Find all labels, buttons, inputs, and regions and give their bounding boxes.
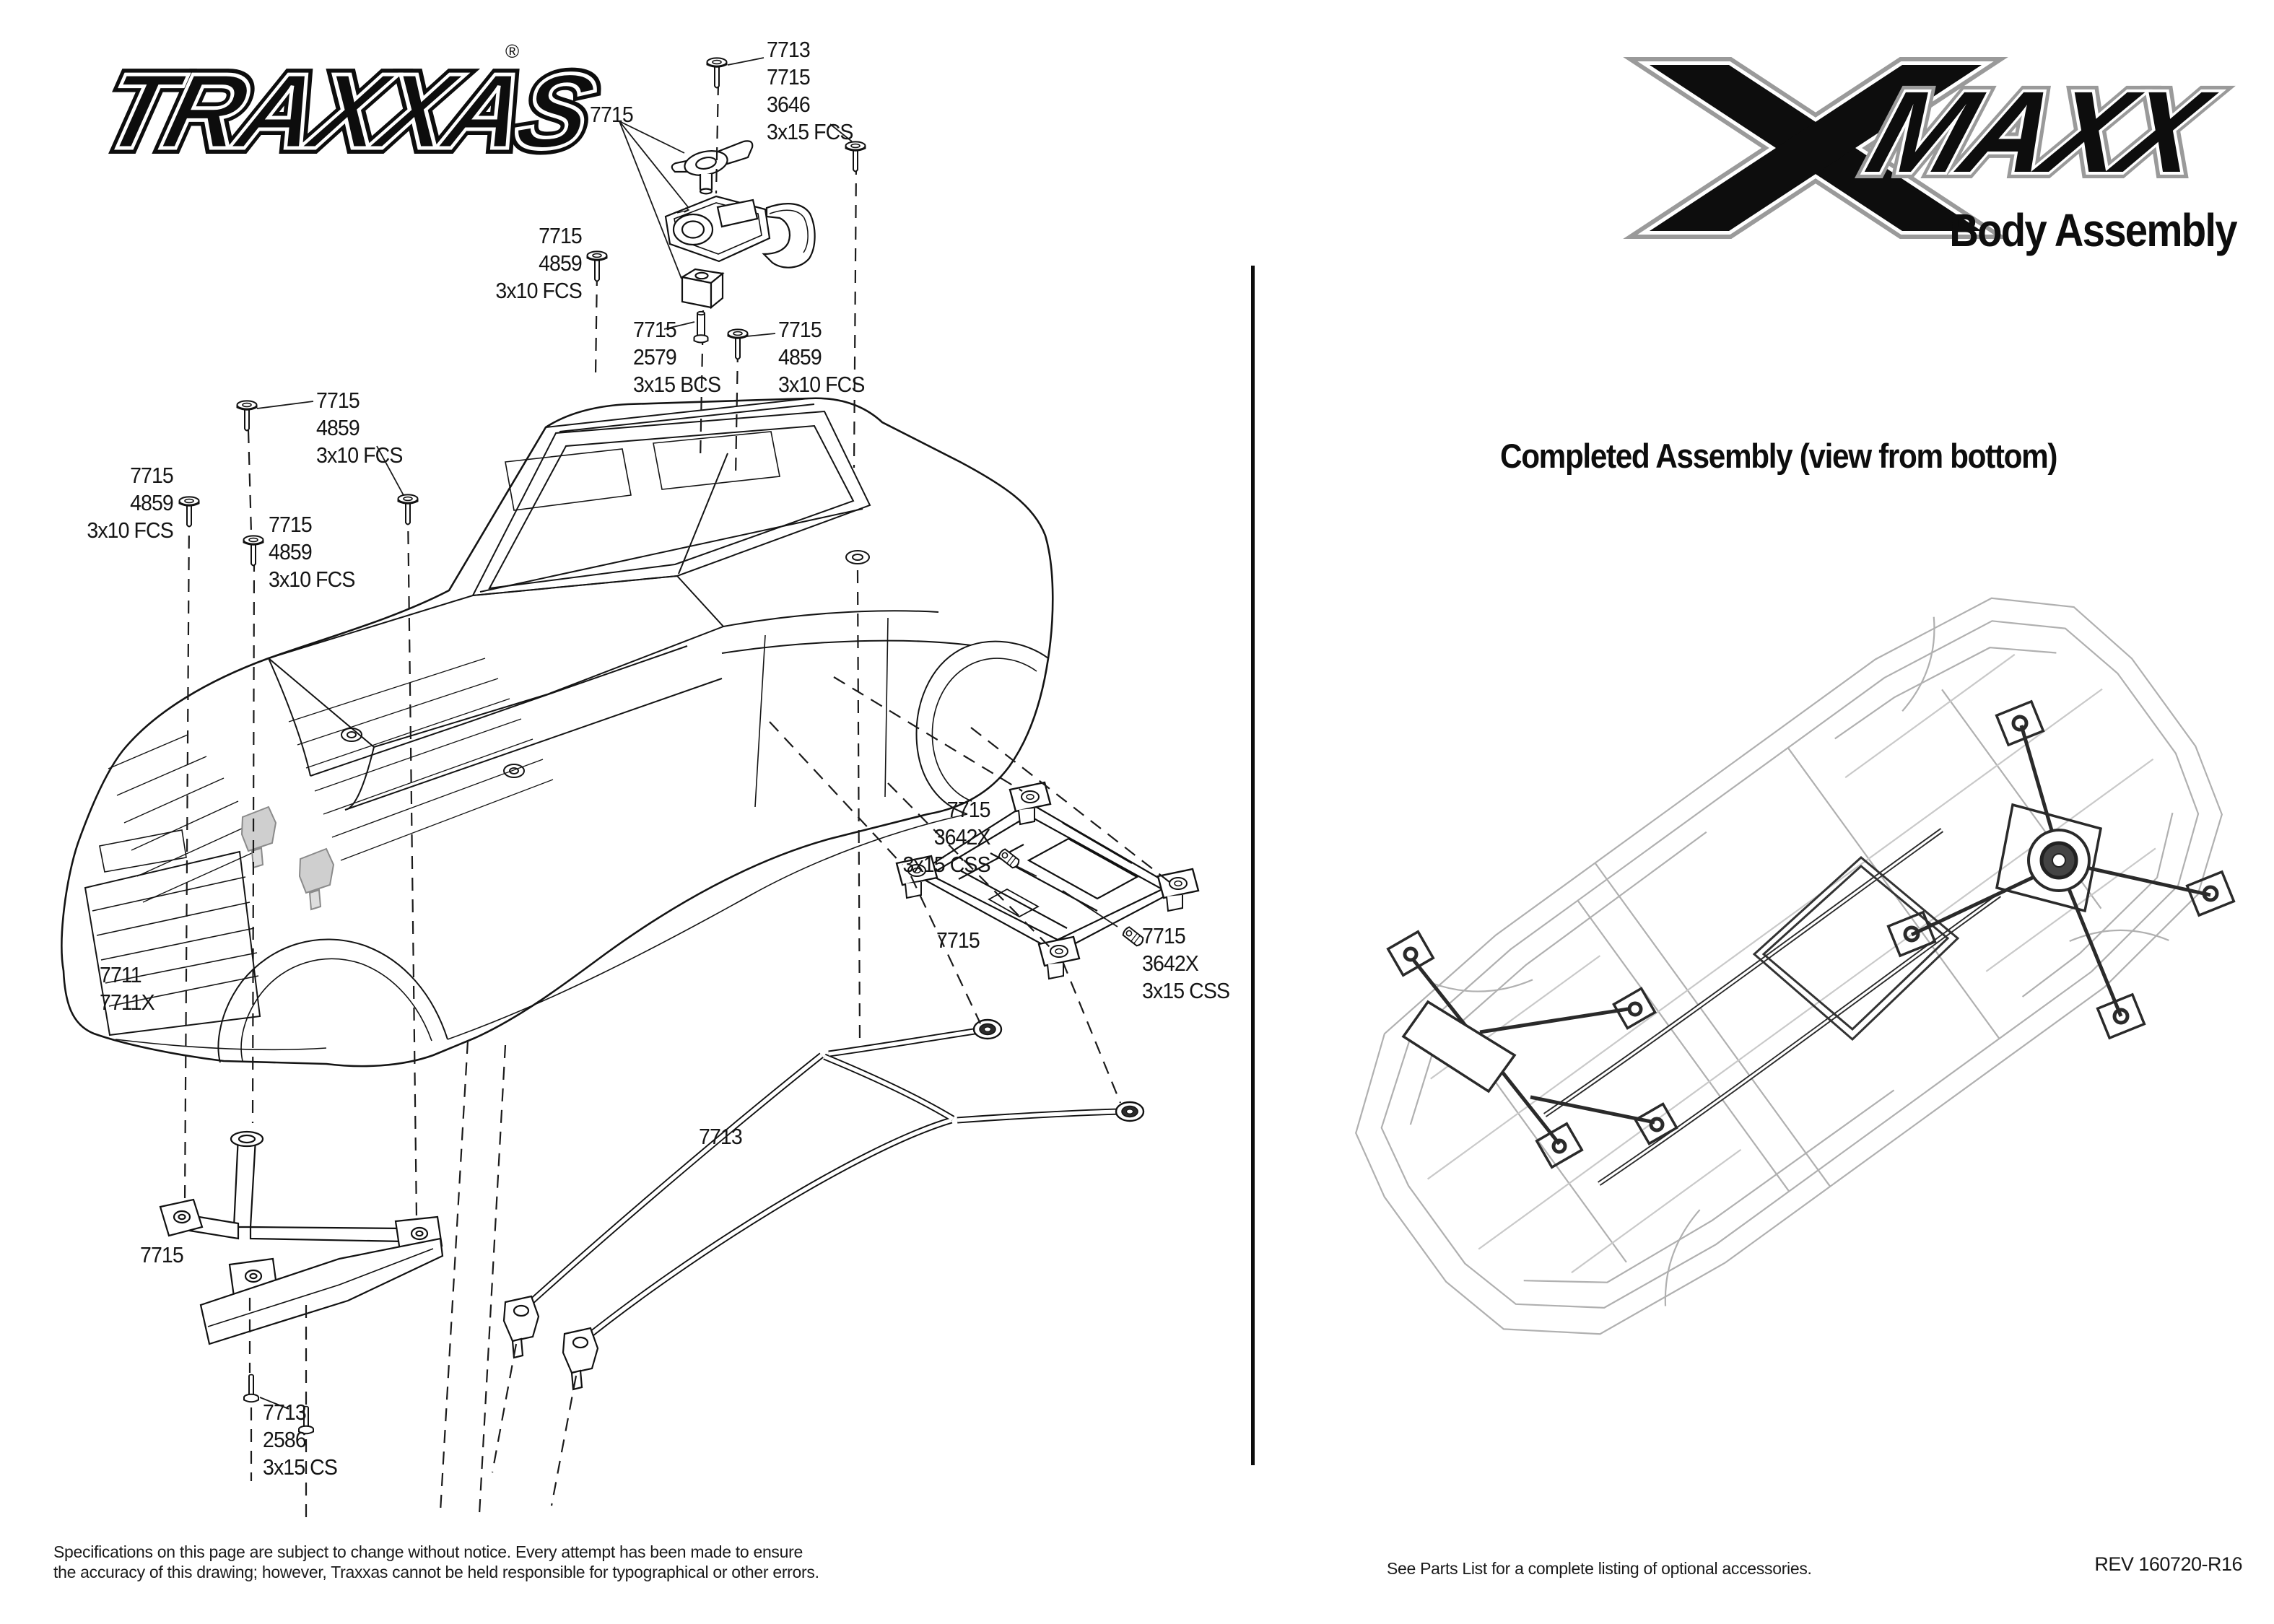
disclaimer-line-1: Specifications on this page are subject … bbox=[53, 1542, 803, 1561]
disclaimer-text: Specifications on this page are subject … bbox=[53, 1542, 819, 1582]
page-title: Body Assembly bbox=[1949, 204, 2237, 256]
svg-text:MAXX: MAXX bbox=[1855, 67, 2228, 196]
part-number-line: 3646 bbox=[767, 92, 811, 117]
part-number-line: 3642X bbox=[934, 824, 991, 850]
callout-mount-plate: 7715 bbox=[936, 927, 980, 954]
callout-latch-set: 7715 bbox=[590, 101, 634, 128]
part-number-line: 2579 bbox=[633, 344, 677, 370]
svg-text:MAXX: MAXX bbox=[1855, 67, 2228, 196]
body-shell-drawing bbox=[61, 397, 1054, 1068]
cap-screw-icon bbox=[243, 1374, 259, 1403]
part-number-line: 7715 bbox=[130, 463, 174, 488]
svg-text:TRAXXAS: TRAXXAS bbox=[92, 51, 605, 170]
part-number-line: 3x10 FCS bbox=[269, 567, 355, 592]
xmaxx-logo: MAXX MAXX MAXX bbox=[1623, 57, 2234, 239]
part-number-line: 4859 bbox=[269, 539, 313, 564]
traxxas-logo: TRAXXAS TRAXXAS ® bbox=[86, 40, 611, 177]
part-number-line: 3x10 FCS bbox=[495, 278, 583, 303]
svg-text:MAXX: MAXX bbox=[1855, 67, 2228, 196]
parts-list-note: See Parts List for a complete listing of… bbox=[1387, 1559, 1812, 1578]
rear-brace-bottom-view bbox=[1886, 699, 2236, 1040]
projection-lines bbox=[183, 82, 1170, 1524]
part-number-line: 3x15 CSS bbox=[1142, 978, 1230, 1003]
disclaimer-line-2: the accuracy of this drawing; however, T… bbox=[53, 1563, 819, 1581]
revision-number: REV 160720-R16 bbox=[2094, 1553, 2242, 1575]
flat-screw-icon bbox=[243, 535, 264, 567]
front-mount-bottom-view bbox=[1386, 930, 1678, 1169]
part-number-line: 4859 bbox=[539, 250, 583, 276]
part-number-line: 7715 bbox=[539, 223, 583, 248]
part-number-line: 7715 bbox=[1142, 923, 1186, 948]
part-number-line: 7715 bbox=[316, 388, 360, 413]
part-number-line: 3x10 FCS bbox=[87, 518, 174, 543]
callout-rollbar: 7713 bbox=[699, 1123, 743, 1151]
flat-screw-icon bbox=[178, 496, 200, 528]
part-number-line: 7711X bbox=[100, 990, 155, 1015]
part-number-line: 2586 bbox=[263, 1427, 307, 1452]
svg-text:TRAXXAS: TRAXXAS bbox=[92, 51, 605, 170]
flat-screw-icon bbox=[845, 141, 866, 173]
completed-assembly-title: Completed Assembly (view from bottom) bbox=[1500, 437, 2057, 475]
front-body-mount bbox=[159, 1130, 444, 1345]
part-number-line: 7715 bbox=[778, 317, 822, 342]
set-screw-icon bbox=[1121, 925, 1146, 948]
roll-bar bbox=[502, 1018, 1145, 1391]
part-number-line: 7713 bbox=[263, 1400, 307, 1425]
part-number-line: 3x10 FCS bbox=[778, 372, 865, 397]
body-latch-assembly bbox=[664, 140, 816, 310]
completed-assembly-drawing bbox=[1355, 597, 2236, 1335]
part-number-line: 3x15 CSS bbox=[902, 852, 991, 877]
callout-body-shell: 7711 7711X bbox=[100, 961, 155, 1016]
part-number-line: 4859 bbox=[778, 344, 822, 370]
part-number-line: 7715 bbox=[590, 102, 634, 127]
part-number-line: 7715 bbox=[767, 64, 811, 90]
part-number-line: 7713 bbox=[699, 1124, 743, 1149]
part-number-line: 7715 bbox=[936, 927, 980, 953]
rear-mount-plate bbox=[895, 781, 1200, 980]
flat-screw-icon bbox=[706, 57, 728, 89]
flat-screw-icon bbox=[397, 494, 419, 525]
flat-screw-icon bbox=[236, 400, 258, 432]
part-number-line: 7711 bbox=[100, 962, 142, 987]
part-number-line: 7713 bbox=[767, 37, 811, 62]
part-number-line: 7715 bbox=[269, 512, 313, 537]
part-number-line: 3x10 FCS bbox=[316, 442, 403, 468]
leader-lines bbox=[256, 57, 1118, 1410]
body-clip-icons bbox=[240, 806, 335, 911]
traxxas-reg-mark: ® bbox=[505, 40, 519, 62]
part-number-line: 4859 bbox=[130, 490, 174, 515]
part-number-line: 3x15 CS bbox=[263, 1454, 338, 1480]
part-number-line: 3x15 BCS bbox=[633, 372, 721, 397]
part-number-line: 3x15 FCS bbox=[767, 119, 853, 144]
part-number-line: 7715 bbox=[947, 797, 991, 822]
part-number-line: 4859 bbox=[316, 415, 360, 440]
flat-screw-icon bbox=[586, 250, 608, 282]
callout-front-mount: 7715 bbox=[140, 1241, 184, 1269]
part-number-line: 3642X bbox=[1142, 951, 1199, 976]
panel-divider bbox=[1251, 266, 1255, 1465]
flat-screw-icon bbox=[727, 328, 749, 360]
part-number-line: 7715 bbox=[140, 1242, 184, 1267]
part-number-line: 7715 bbox=[633, 317, 677, 342]
